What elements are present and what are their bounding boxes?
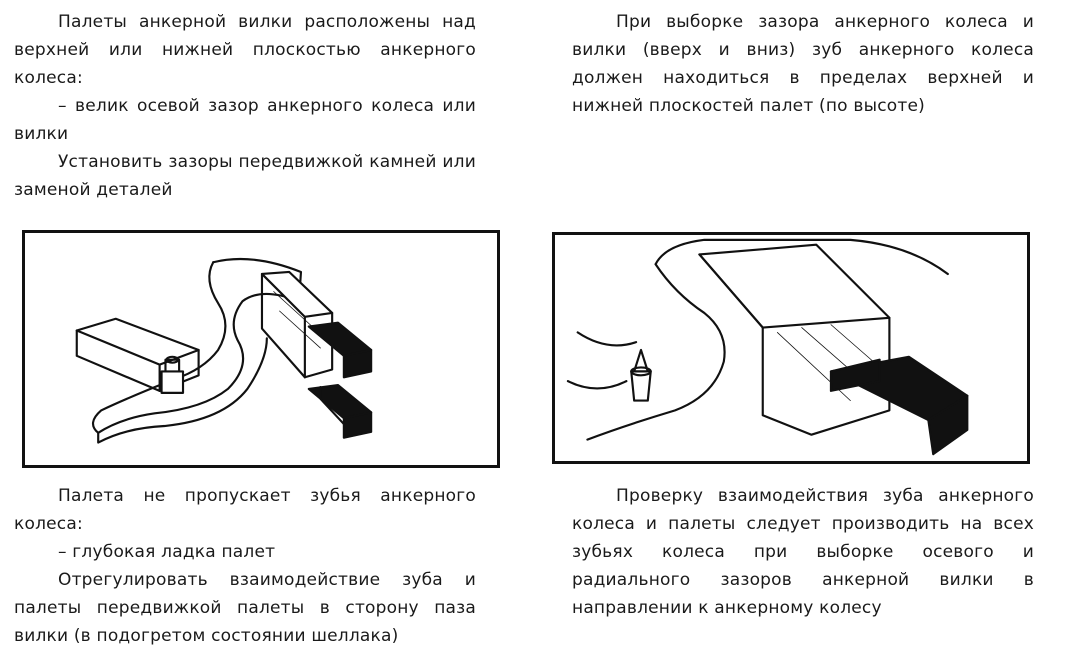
figure-pallet-fork-left xyxy=(22,230,500,468)
paragraph-pallets-position: Палеты анкерной вилки расположены над ве… xyxy=(14,12,476,88)
pallet-closeup-illustration xyxy=(566,238,969,456)
pallet-fork-illustration xyxy=(75,257,373,444)
paragraph-adjust-interaction: Отрегулировать взаимодействие зуба и пал… xyxy=(14,570,476,646)
figure-pallet-fork-right xyxy=(552,232,1030,464)
paragraph-deep-setting: – глубокая ладка палет xyxy=(58,542,276,562)
paragraph-check-interaction: Проверку взаимодействия зуба анкерного к… xyxy=(572,486,1034,618)
text-block-bottom-right: Проверку взаимодействия зуба анкерного к… xyxy=(572,482,1034,622)
text-block-top-right: При выборке зазора анкерного колеса и ви… xyxy=(572,8,1034,120)
paragraph-axial-gap: – велик осевой зазор анкерного колеса ил… xyxy=(14,96,476,144)
text-block-bottom-left: Палета не пропускает зубья анкерного кол… xyxy=(14,482,476,650)
text-block-top-left: Палеты анкерной вилки расположены над ве… xyxy=(14,8,476,204)
paragraph-pallet-blocks-teeth: Палета не пропускает зубья анкерного кол… xyxy=(14,486,476,534)
paragraph-set-gaps: Установить зазоры передвижкой камней или… xyxy=(14,152,476,200)
paragraph-gap-check: При выборке зазора анкерного колеса и ви… xyxy=(572,12,1034,116)
